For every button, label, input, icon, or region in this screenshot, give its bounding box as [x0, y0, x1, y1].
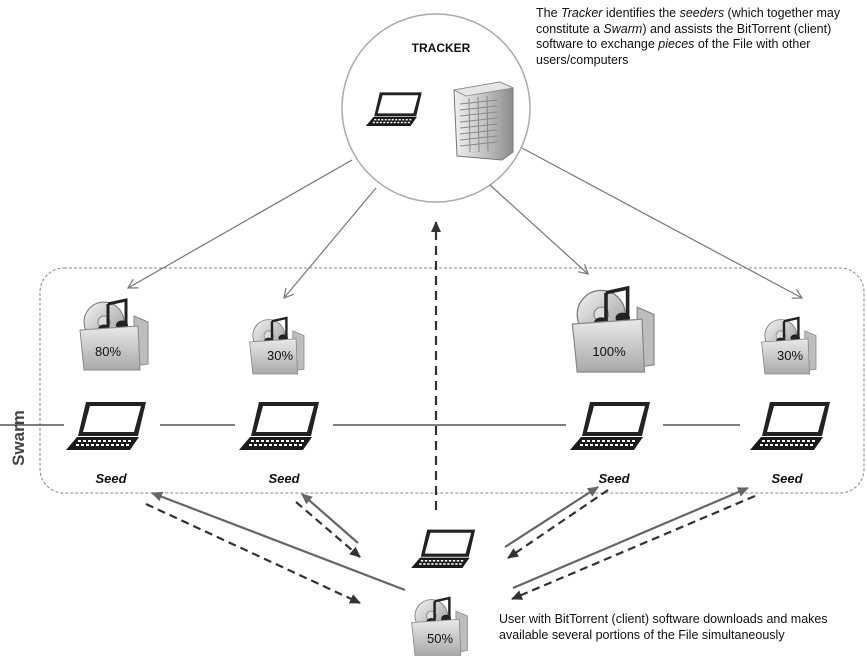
user-caption: User with BitTorrent (client) software d… — [499, 612, 828, 642]
laptop-icon — [570, 402, 650, 450]
tracker-caption-segment: identifies the — [602, 6, 680, 20]
music-folder-icon — [570, 286, 656, 374]
seed-percent: 80% — [95, 344, 121, 359]
laptop-icon — [750, 402, 830, 450]
peer-exchange-arrows — [145, 486, 756, 604]
seed-percent: 30% — [267, 348, 293, 363]
tracker-caption-segment: ) and assists the BitTorrent (client) so… — [536, 21, 832, 52]
user-file: 50% — [410, 596, 469, 657]
swarm-region — [39, 267, 865, 494]
tracker-caption-segment: The — [536, 6, 562, 20]
music-folder-icon — [410, 596, 469, 657]
seed-3: 100% Seed — [570, 286, 656, 486]
tracker-caption-segment: pieces — [658, 37, 695, 51]
laptop-icon — [66, 402, 146, 450]
seed-2: 30% Seed — [239, 316, 319, 486]
tracker-caption-segment: of the File with other users/computers — [536, 37, 811, 67]
seed-label: Seed — [268, 471, 300, 486]
seed-label: Seed — [95, 471, 127, 486]
tracker-caption-segment: (which together may constitute a — [536, 6, 841, 36]
tracker-caption-segment: Swarm — [603, 21, 643, 36]
music-folder-icon — [78, 298, 150, 372]
tracker-to-seed-arrows — [126, 147, 804, 299]
laptop-icon — [239, 402, 319, 450]
seed-label: Seed — [771, 471, 803, 486]
seed-1: 80% Seed — [66, 298, 150, 486]
tracker-caption-segment: Tracker — [561, 6, 603, 20]
seed-percent: 100% — [592, 344, 626, 359]
tracker-caption-segment: seeders — [679, 6, 725, 20]
server-icon — [452, 81, 515, 161]
user-laptop-icon — [411, 529, 476, 568]
swarm-label: Swarm — [9, 410, 28, 466]
music-folder-icon — [248, 316, 306, 376]
music-folder-icon — [760, 316, 818, 376]
seed-4: 30% Seed — [750, 316, 830, 486]
tracker-caption: The Tracker identifies the seeders (whic… — [536, 6, 866, 68]
tracker-label: TRACKER — [412, 41, 471, 55]
seed-label: Seed — [598, 471, 630, 486]
user-percent: 50% — [427, 631, 453, 646]
seed-percent: 30% — [777, 348, 803, 363]
